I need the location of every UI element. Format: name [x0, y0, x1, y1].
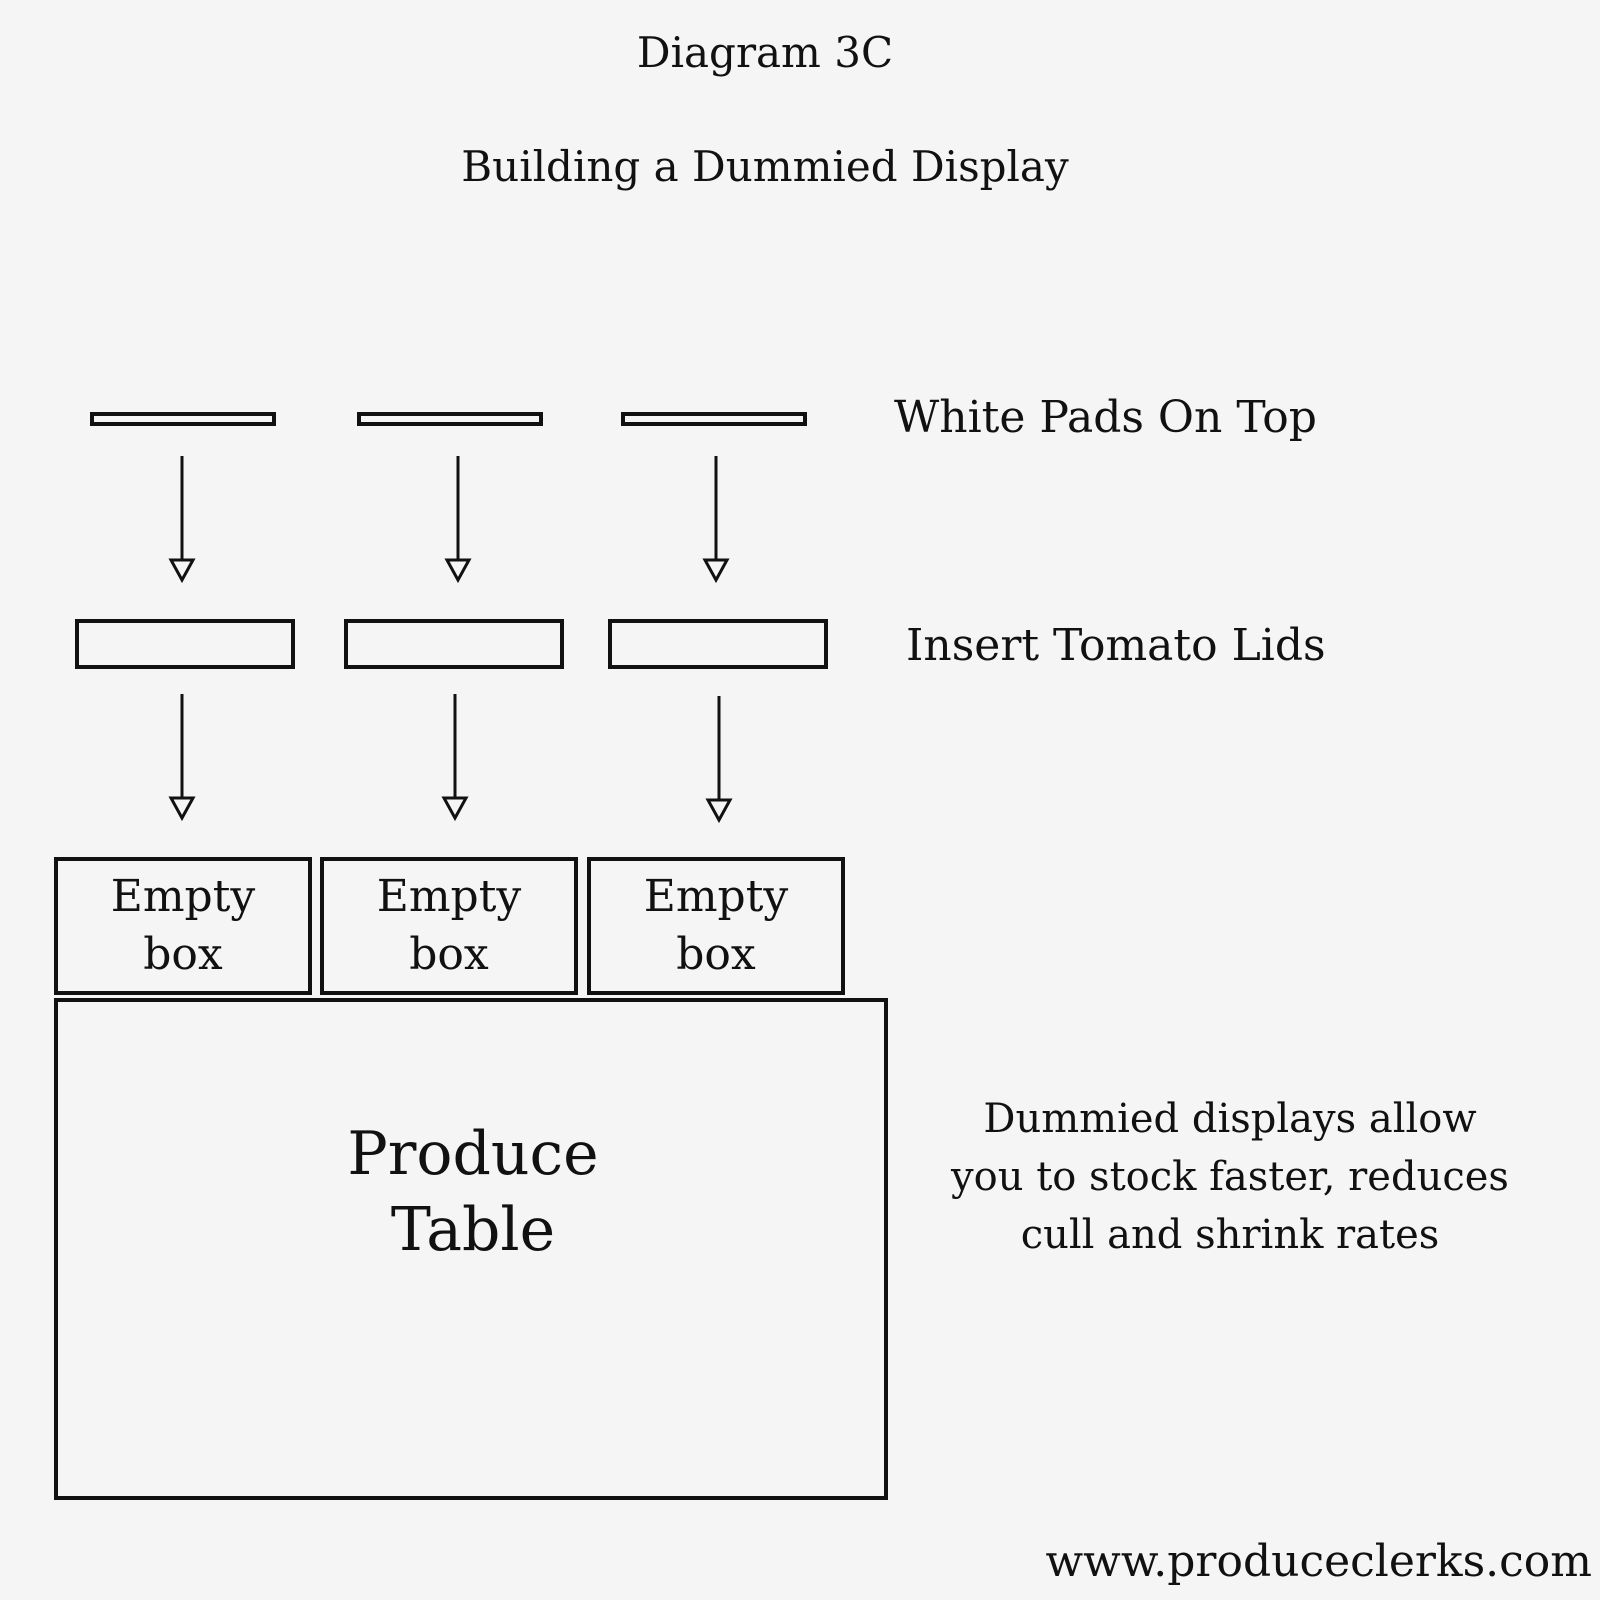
- arrow-pad-to-lid-2: [444, 456, 472, 584]
- tomato-lid-1: [75, 619, 295, 669]
- label-tomato-lids: Insert Tomato Lids: [906, 620, 1326, 671]
- white-pad-2: [357, 412, 543, 426]
- tomato-lid-2: [344, 619, 564, 669]
- white-pad-3: [621, 412, 807, 426]
- diagram-subtitle: Building a Dummied Display: [461, 142, 1069, 191]
- empty-box-2: Empty box: [320, 857, 578, 995]
- arrow-lid-to-box-3: [705, 696, 733, 824]
- empty-box-label: Empty box: [643, 871, 789, 980]
- empty-box-3: Empty box: [587, 857, 845, 995]
- arrow-pad-to-lid-1: [168, 456, 196, 584]
- arrow-lid-to-box-2: [441, 694, 469, 822]
- label-white-pads: White Pads On Top: [894, 392, 1317, 443]
- produce-table: Produce Table: [54, 998, 888, 1500]
- white-pad-1: [90, 412, 276, 426]
- diagram-title: Diagram 3C: [636, 28, 894, 77]
- empty-box-1: Empty box: [54, 857, 312, 995]
- empty-box-label: Empty box: [376, 871, 522, 980]
- note-text: Dummied displays allow you to stock fast…: [951, 1096, 1509, 1258]
- empty-box-label: Empty box: [110, 871, 256, 980]
- arrow-lid-to-box-1: [168, 694, 196, 822]
- arrow-pad-to-lid-3: [702, 456, 730, 584]
- produce-table-label: Produce Table: [347, 1119, 599, 1265]
- website-url: www.produceclerks.com: [1045, 1536, 1593, 1587]
- tomato-lid-3: [608, 619, 828, 669]
